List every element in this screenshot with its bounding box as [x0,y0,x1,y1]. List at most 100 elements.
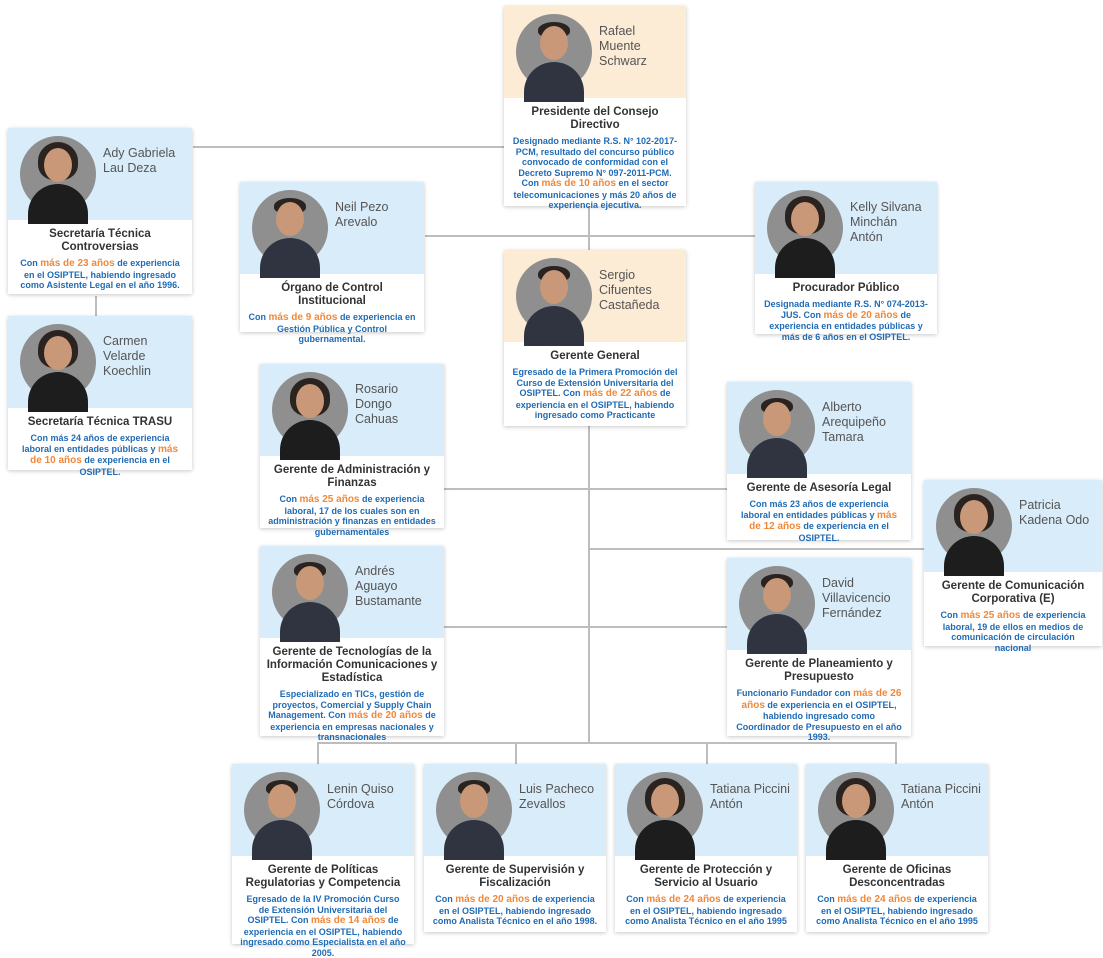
card-header: Andrés Aguayo Bustamante [260,546,444,642]
connector-line [588,426,590,742]
card-header: Lenin Quiso Córdova [232,764,414,860]
role-description: Con más 23 años de experiencia laboral e… [735,499,903,543]
description-text: Con [20,258,41,268]
role-description: Egresado de la Primera Promoción del Cur… [512,367,678,421]
role-title: Órgano de Control Institucional [281,282,383,307]
role-title: Gerente de Supervisión y Fiscalización [445,864,585,889]
description-text: Con más 24 años de experiencia laboral e… [21,433,170,454]
role-title: Gerente de Oficinas Desconcentradas [842,864,952,889]
role-description: Con más 25 años de experiencia laboral, … [268,494,436,537]
connector-line [425,235,755,237]
person-name: Andrés Aguayo Bustamante [355,564,422,608]
highlight-text: más de 12 años [749,509,898,532]
description-text: en el sector telecomunicaciones y más 20… [513,178,677,210]
card-header: Ady Gabriela Lau Deza [8,128,192,224]
person-name: Lenin Quiso Córdova [327,782,394,811]
description-text: de experiencia laboral, 19 de ellos en m… [942,610,1086,653]
card-planeamiento: David Villavicencio Fernández Gerente de… [727,558,911,742]
person-photo [627,772,703,860]
highlight-text: más de 24 años [646,894,721,905]
card-header: Neil Pezo Arevalo [240,182,424,278]
description-text: de experiencia en el OSIPTEL. [798,521,889,543]
person-name: Alberto Arequipeño Tamara [822,400,886,444]
description-text: de experiencia en entidades públicas y m… [769,309,923,342]
person-name: Kelly Silvana Minchán Antón [850,200,922,244]
connector-line [515,742,517,764]
description-text: Especializado en TICs, gestión de proyec… [268,689,432,720]
role-description: Con más 24 años de experiencia laboral e… [16,433,184,477]
card-header: Rafael Muente Schwarz [504,6,686,102]
role-title: Gerente de Asesoría Legal [746,482,892,494]
person-name: Patricia Kadena Odo [1019,498,1090,527]
role-title: Gerente de Comunicación Corporativa (E) [941,580,1085,605]
description-text: de experiencia en el OSIPTEL, habiendo i… [625,894,787,926]
person-name: Carmen Velarde Koechlin [103,334,151,378]
card-header: Patricia Kadena Odo [924,480,1102,576]
card-organo-control: Neil Pezo Arevalo Órgano de Control Inst… [240,182,424,344]
role-title: Presidente del Consejo Directivo [531,106,659,131]
highlight-text: más de 10 años [541,178,616,189]
description-text: de experiencia en el OSIPTEL, habiendo i… [432,894,598,926]
role-description: Designado mediante R.S. N° 102-2017-PCM,… [512,136,678,211]
description-text: Funcionario Fundador con [736,688,854,698]
highlight-text: más de 14 años [311,915,386,926]
person-photo [739,566,815,654]
card-secretaria-controversias: Ady Gabriela Lau Deza Secretaría Técnica… [8,128,192,294]
role-title: Gerente de Protección y Servicio al Usua… [639,864,773,889]
description-text: Designada mediante R.S. N° 074-2013-JUS.… [764,299,928,320]
description-text: Con [248,312,269,322]
card-asesoria-legal: Alberto Arequipeño Tamara Gerente de Ase… [727,382,911,543]
description-text: Con [817,894,838,904]
role-description: Con más de 23 años de experiencia en el … [16,258,184,291]
description-text: Designado mediante R.S. N° 102-2017-PCM,… [512,136,678,188]
role-title: Gerente de Políticas Regulatorias y Comp… [245,864,401,889]
role-title: Gerente General [550,350,640,362]
card-header: Carmen Velarde Koechlin [8,316,192,412]
person-photo [936,488,1012,576]
person-name: Rosario Dongo Cahuas [355,382,399,426]
description-text: de experiencia en Gestión Pública y Cont… [276,312,416,344]
highlight-text: más de 23 años [40,258,115,269]
description-text: de experiencia en el OSIPTEL, habiendo i… [20,258,180,290]
highlight-text: más de 10 años [30,443,179,466]
connector-line [706,742,708,764]
highlight-text: más 25 años [960,610,1021,621]
card-politicas-regulatorias: Lenin Quiso Córdova Gerente de Políticas… [232,764,414,958]
description-text: de experiencia en el OSIPTEL, habiendo i… [515,388,675,420]
description-text: Egresado de la Primera Promoción del Cur… [512,367,678,398]
role-description: Con más 25 años de experiencia laboral, … [932,610,1094,653]
description-text: de experiencia en el OSIPTEL, habiendo i… [736,699,902,743]
person-name: Rafael Muente Schwarz [599,24,647,68]
card-header: Sergio Cifuentes Castañeda [504,250,686,346]
description-text: de experiencia en empresas nacionales y … [270,710,436,742]
connector-line [95,296,97,316]
highlight-text: más de 24 años [837,894,912,905]
connector-line [193,146,504,148]
person-photo [436,772,512,860]
person-photo [272,554,348,642]
person-name: David Villavicencio Fernández [822,576,891,620]
role-description: Funcionario Fundador con más de 26 años … [735,688,903,743]
card-secretaria-trasu: Carmen Velarde Koechlin Secretaría Técni… [8,316,192,477]
highlight-text: más 25 años [299,494,360,505]
highlight-text: más de 20 años [348,710,423,721]
person-name: Ady Gabriela Lau Deza [103,146,176,175]
connector-line [588,206,590,250]
role-description: Con más de 20 años de experiencia en el … [432,894,598,927]
person-name: Luis Pacheco Zevallos [519,782,595,811]
person-photo [516,14,592,102]
card-header: Luis Pacheco Zevallos [424,764,606,860]
description-text: de experiencia en el OSIPTEL, habiendo i… [816,894,978,926]
person-name: Neil Pezo Arevalo [335,200,389,229]
role-description: Egresado de la IV Promoción Curso de Ext… [240,894,406,958]
card-header: Tatiana Piccini Antón [806,764,988,860]
description-text: Con [626,894,647,904]
highlight-text: más de 20 años [455,894,530,905]
card-gerente-general: Sergio Cifuentes Castañeda Gerente Gener… [504,250,686,426]
description-text: de experiencia laboral, 17 de los cuales… [268,494,436,537]
person-name: Sergio Cifuentes Castañeda [599,268,660,312]
card-header: Rosario Dongo Cahuas [260,364,444,460]
highlight-text: más de 9 años [268,312,338,323]
card-header: David Villavicencio Fernández [727,558,911,654]
connector-line [317,742,897,744]
